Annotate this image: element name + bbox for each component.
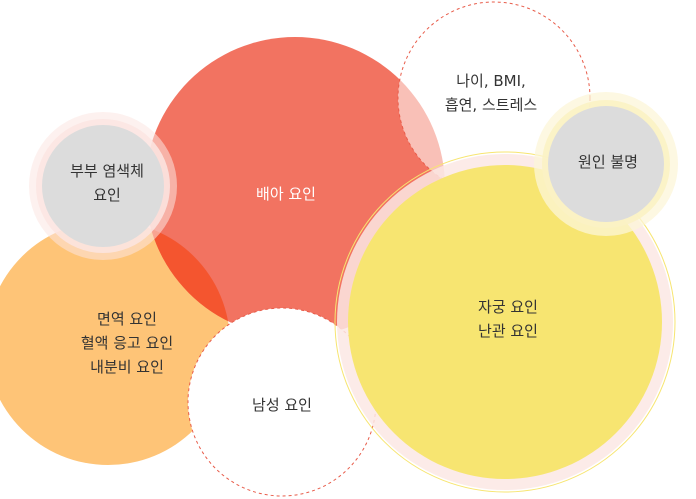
uterus-factor-line-2: 난관 요인 [478, 322, 538, 340]
embryo-factor-label: 배아 요인 [256, 182, 316, 206]
immune-factor-line-3: 내분비 요인 [90, 358, 164, 376]
lifestyle-factor-line-1: 나이, BMI, [456, 72, 526, 90]
uterus-factor-label: 자궁 요인 난관 요인 [478, 295, 538, 343]
immune-factor-line-1: 면역 요인 [97, 310, 157, 328]
chromosome-factor-line-1: 부부 염색체 [70, 162, 144, 180]
chromosome-factor-label: 부부 염색체 요인 [70, 159, 144, 207]
uterus-factor-line-1: 자궁 요인 [478, 298, 538, 316]
lifestyle-factor-line-2: 흡연, 스트레스 [444, 96, 538, 114]
uterus-factor-outer-ring [334, 151, 676, 493]
male-factor-label: 남성 요인 [252, 393, 312, 417]
unknown-cause-label: 원인 불명 [578, 150, 638, 174]
unknown-cause-text: 원인 불명 [578, 153, 638, 171]
lifestyle-factor-label: 나이, BMI, 흡연, 스트레스 [445, 69, 537, 117]
embryo-factor-text: 배아 요인 [256, 185, 316, 203]
uterus-factor-circle [348, 165, 662, 479]
immune-factor-line-2: 혈액 응고 요인 [80, 334, 174, 352]
chromosome-factor-circle [42, 125, 164, 247]
chromosome-factor-line-2: 요인 [93, 186, 121, 204]
immune-factor-label: 면역 요인 혈액 응고 요인 내분비 요인 [81, 307, 173, 379]
male-factor-text: 남성 요인 [252, 396, 312, 414]
unknown-cause-circle [548, 106, 664, 222]
immune-factor-circle [0, 221, 230, 465]
